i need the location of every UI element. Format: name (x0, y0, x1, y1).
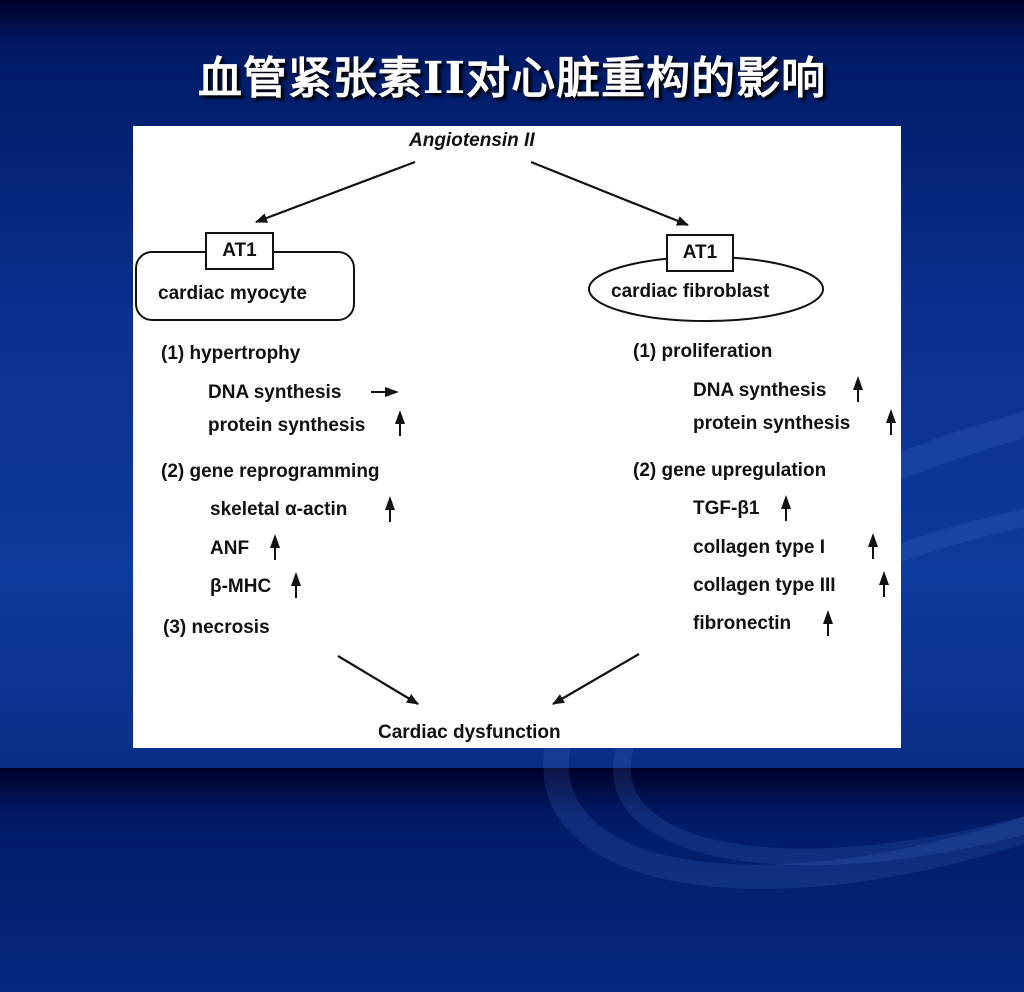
slide-title: 血管紧张素II对心脏重构的影响 (197, 53, 827, 104)
left-item-skeletal-actin: skeletal α-actin (210, 499, 348, 520)
angiotensin-label: Angiotensin II (409, 130, 535, 151)
left-section-1-heading: (1) hypertrophy (161, 343, 301, 364)
up-arrow-icon (395, 410, 405, 436)
arrow-from-myocyte-path (337, 655, 419, 705)
diagram-connectors (135, 160, 824, 705)
up-arrow-icon (868, 533, 878, 559)
left-item-protein-synthesis: protein synthesis (208, 415, 366, 436)
left-section-2-heading: (2) gene reprogramming (161, 461, 380, 482)
right-item-protein-synthesis: protein synthesis (693, 413, 851, 434)
at1-receptor-left: AT1 (205, 232, 274, 270)
left-item-beta-mhc: β-MHC (210, 576, 272, 597)
right-item-collagen-type-1: collagen type I (693, 537, 825, 558)
arrow-to-myocyte (255, 160, 416, 224)
up-arrow-icon (823, 610, 833, 636)
myocyte-label: cardiac myocyte (158, 283, 307, 304)
right-arrow-icon (371, 387, 399, 397)
arrow-from-fibroblast-path (552, 653, 640, 705)
left-item-anf: ANF (210, 538, 250, 559)
up-arrow-icon (291, 572, 301, 598)
arrow-to-fibroblast (530, 160, 689, 227)
up-arrow-icon (781, 495, 791, 521)
up-arrow-icon (879, 571, 889, 597)
right-item-tgf-beta1: TGF-β1 (693, 498, 760, 519)
cardiac-dysfunction-label: Cardiac dysfunction (378, 722, 561, 743)
right-section-2-heading: (2) gene upregulation (633, 460, 827, 481)
diagram-panel: Angiotensin II AT1 cardiac myocyte (1) h… (133, 126, 901, 748)
right-item-fibronectin: fibronectin (693, 613, 792, 634)
right-item-dna-synthesis: DNA synthesis (693, 380, 827, 401)
left-section-3-heading: (3) necrosis (163, 617, 270, 638)
up-arrow-icon (853, 376, 863, 402)
fibroblast-label: cardiac fibroblast (611, 281, 770, 302)
right-item-collagen-type-3: collagen type III (693, 575, 836, 596)
up-arrow-icon (270, 534, 280, 560)
at1-receptor-right: AT1 (666, 234, 734, 272)
up-arrow-icon (886, 409, 896, 435)
right-section-1-heading: (1) proliferation (633, 341, 773, 362)
left-item-dna-synthesis: DNA synthesis (208, 382, 342, 403)
up-arrow-icon (385, 496, 395, 522)
